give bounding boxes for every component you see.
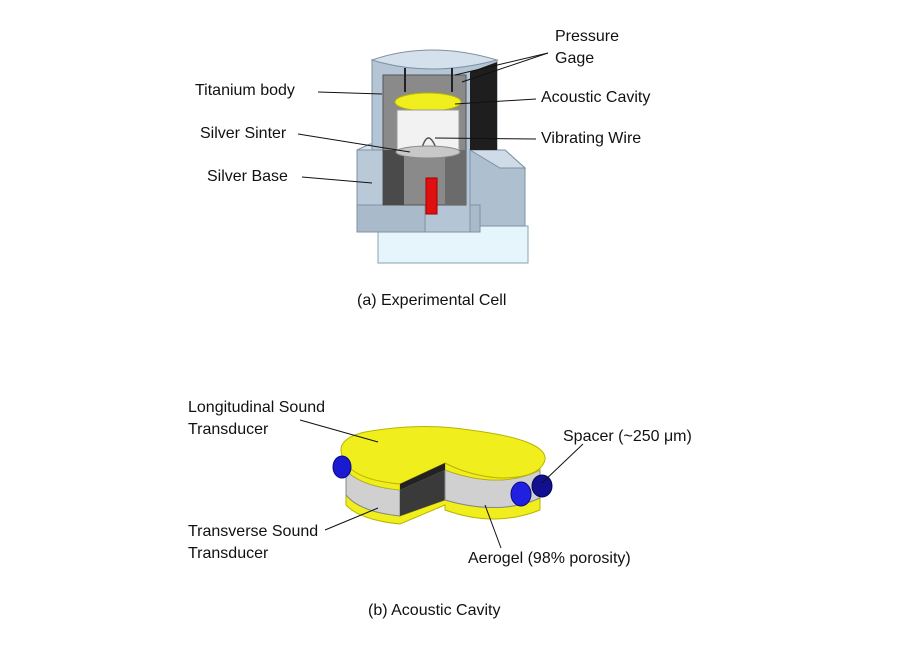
acoustic-cavity-disc xyxy=(394,92,462,112)
label-vibrating-wire: Vibrating Wire xyxy=(541,130,642,147)
dark-wall-right xyxy=(470,62,497,150)
spacer-left xyxy=(332,455,352,479)
leader-pressure-2 xyxy=(461,52,549,83)
label-silver-sinter: Silver Sinter xyxy=(200,125,287,142)
label-titanium-body: Titanium body xyxy=(195,82,295,99)
red-rod xyxy=(425,177,438,215)
leader-transverse xyxy=(324,507,379,531)
leader-longitudinal xyxy=(299,419,379,443)
caption-acoustic-cavity: (b) Acoustic Cavity xyxy=(368,602,501,619)
leader-pressure-1 xyxy=(454,52,549,76)
leader-vibrating xyxy=(434,137,537,140)
label-aerogel: Aerogel (98% porosity) xyxy=(468,550,631,567)
leader-silver-base xyxy=(301,176,373,184)
leader-acoustic xyxy=(454,98,537,105)
acoustic-cavity-drawing xyxy=(299,419,584,549)
leader-aerogel xyxy=(484,504,502,549)
caption-experimental-cell: (a) Experimental Cell xyxy=(357,292,507,309)
label-transverse-transducer: Transverse Sound Transducer xyxy=(188,523,319,562)
label-silver-base: Silver Base xyxy=(207,168,288,185)
label-longitudinal-transducer: Longitudinal Sound Transducer xyxy=(188,399,326,438)
experimental-cell-drawing xyxy=(297,49,549,264)
silver-sinter xyxy=(395,145,461,159)
label-acoustic-cavity: Acoustic Cavity xyxy=(541,89,651,106)
cut-face-front xyxy=(400,470,445,516)
top-notch xyxy=(400,463,445,490)
leader-spacer xyxy=(541,443,584,484)
label-pressure-gage: Pressure Gage xyxy=(555,28,620,67)
spacer-right-back xyxy=(531,474,553,498)
leader-titanium xyxy=(317,91,383,95)
leader-silver-sinter xyxy=(297,133,411,153)
spacer-right-front xyxy=(510,481,532,507)
label-spacer: Spacer (~250 μm) xyxy=(563,428,692,445)
cutaway-inner-dark xyxy=(383,150,404,205)
top-cap xyxy=(370,49,499,70)
cutaway-inner-dark-right xyxy=(445,150,466,205)
vibrating-wire xyxy=(421,137,437,149)
